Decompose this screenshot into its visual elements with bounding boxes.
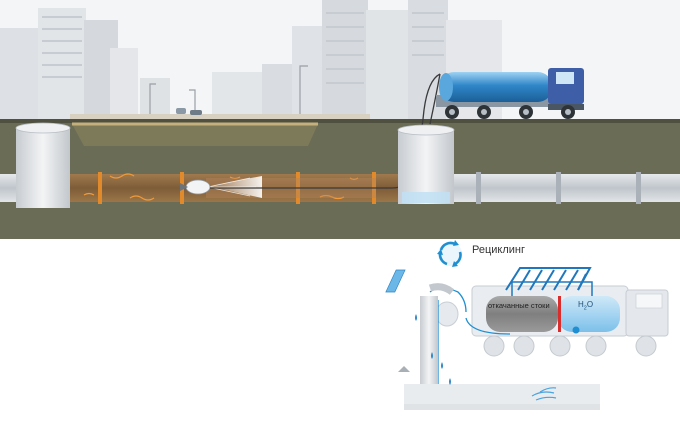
- recycling-label: Рециклинг: [472, 244, 526, 256]
- recycle-arrows-icon: [437, 240, 462, 267]
- water-formula-base: H: [578, 300, 584, 309]
- water-formula-subscript: 2: [583, 305, 587, 312]
- waste-label: откачанные стоки: [488, 301, 550, 310]
- lower-pipe: [398, 283, 600, 410]
- vacuum-truck: [429, 68, 584, 125]
- manhole-left: [15, 122, 71, 208]
- water-formula-label: H2O: [578, 300, 593, 312]
- jet-nozzle-icon: [180, 176, 262, 198]
- water-formula-tail: O: [586, 300, 594, 309]
- recycling-truck: [385, 267, 669, 357]
- manhole-right: [397, 124, 455, 204]
